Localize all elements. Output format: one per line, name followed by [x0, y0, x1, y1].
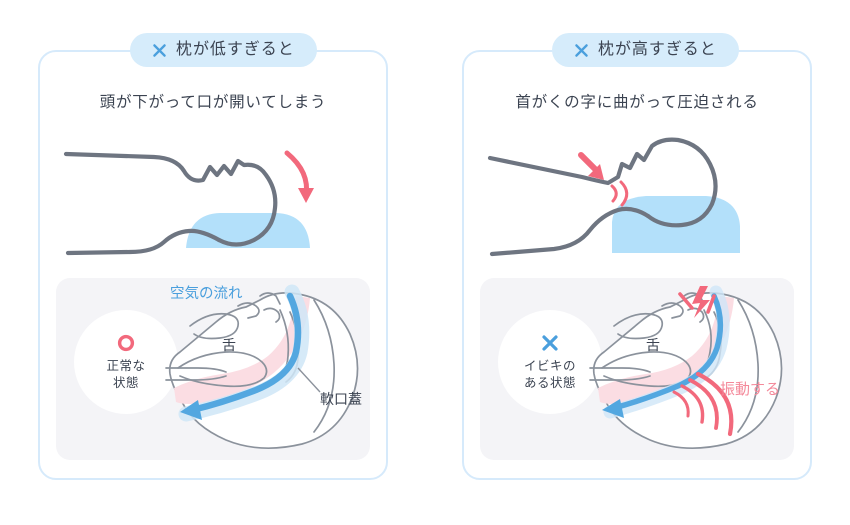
vibration-waves: [672, 371, 734, 437]
lightning-bolt-icon: [678, 286, 716, 318]
vibration-label: 振動する: [720, 381, 780, 398]
badge-label: 枕が高すぎると: [598, 41, 717, 58]
oral-cavity-outline: [165, 292, 335, 433]
straight-down-arrow: [578, 152, 604, 180]
airway-cross-section-normal: 空気の流れ 舌 軟口蓋: [165, 284, 362, 449]
badge-label: 枕が低すぎると: [176, 41, 295, 58]
head-body-outline: [487, 137, 718, 257]
status-label: イビキの ある状態: [523, 358, 576, 390]
badge-high-pillow: 枕が高すぎると: [552, 33, 739, 67]
tongue-label: 舌: [222, 337, 236, 353]
caption-high-pillow: 首がくの字に曲がって圧迫される: [515, 94, 759, 111]
status-badge-snoring: イビキの ある状態: [498, 310, 602, 414]
soft-palate-label: 軟口蓋: [320, 391, 362, 407]
airway-cross-section-snoring: 舌 振動する: [589, 285, 783, 449]
compression-arcs: [610, 180, 629, 207]
soft-tissue-fill: [598, 296, 734, 404]
head-body-outline: [63, 151, 278, 256]
airflow-arrow: [180, 292, 302, 420]
cross-x-icon: [542, 335, 558, 351]
circle-o-icon: [117, 334, 135, 351]
status-badge-normal: 正常な 状態: [74, 310, 178, 414]
cross-x-icon: [575, 43, 588, 57]
cross-x-icon: [153, 43, 166, 57]
badge-low-pillow: 枕が低すぎると: [130, 33, 317, 67]
caption-low-pillow: 頭が下がって口が開いてしまう: [99, 94, 327, 111]
sleeping-head-high-pillow-illustration: [487, 137, 740, 257]
airflow-arrow: [602, 293, 724, 418]
tongue-label: 舌: [646, 337, 660, 353]
soft-tissue-fill: [174, 296, 310, 404]
soft-palate-leader-line: [297, 367, 321, 393]
sleeping-head-low-pillow-illustration: [63, 150, 314, 256]
status-label: 正常な 状態: [106, 358, 146, 390]
curved-down-arrow: [284, 150, 314, 203]
airway-card-snoring: イビキの ある状態: [480, 278, 794, 460]
airway-card-normal: 正常な 状態: [56, 278, 370, 460]
airflow-label: 空気の流れ: [170, 285, 243, 302]
